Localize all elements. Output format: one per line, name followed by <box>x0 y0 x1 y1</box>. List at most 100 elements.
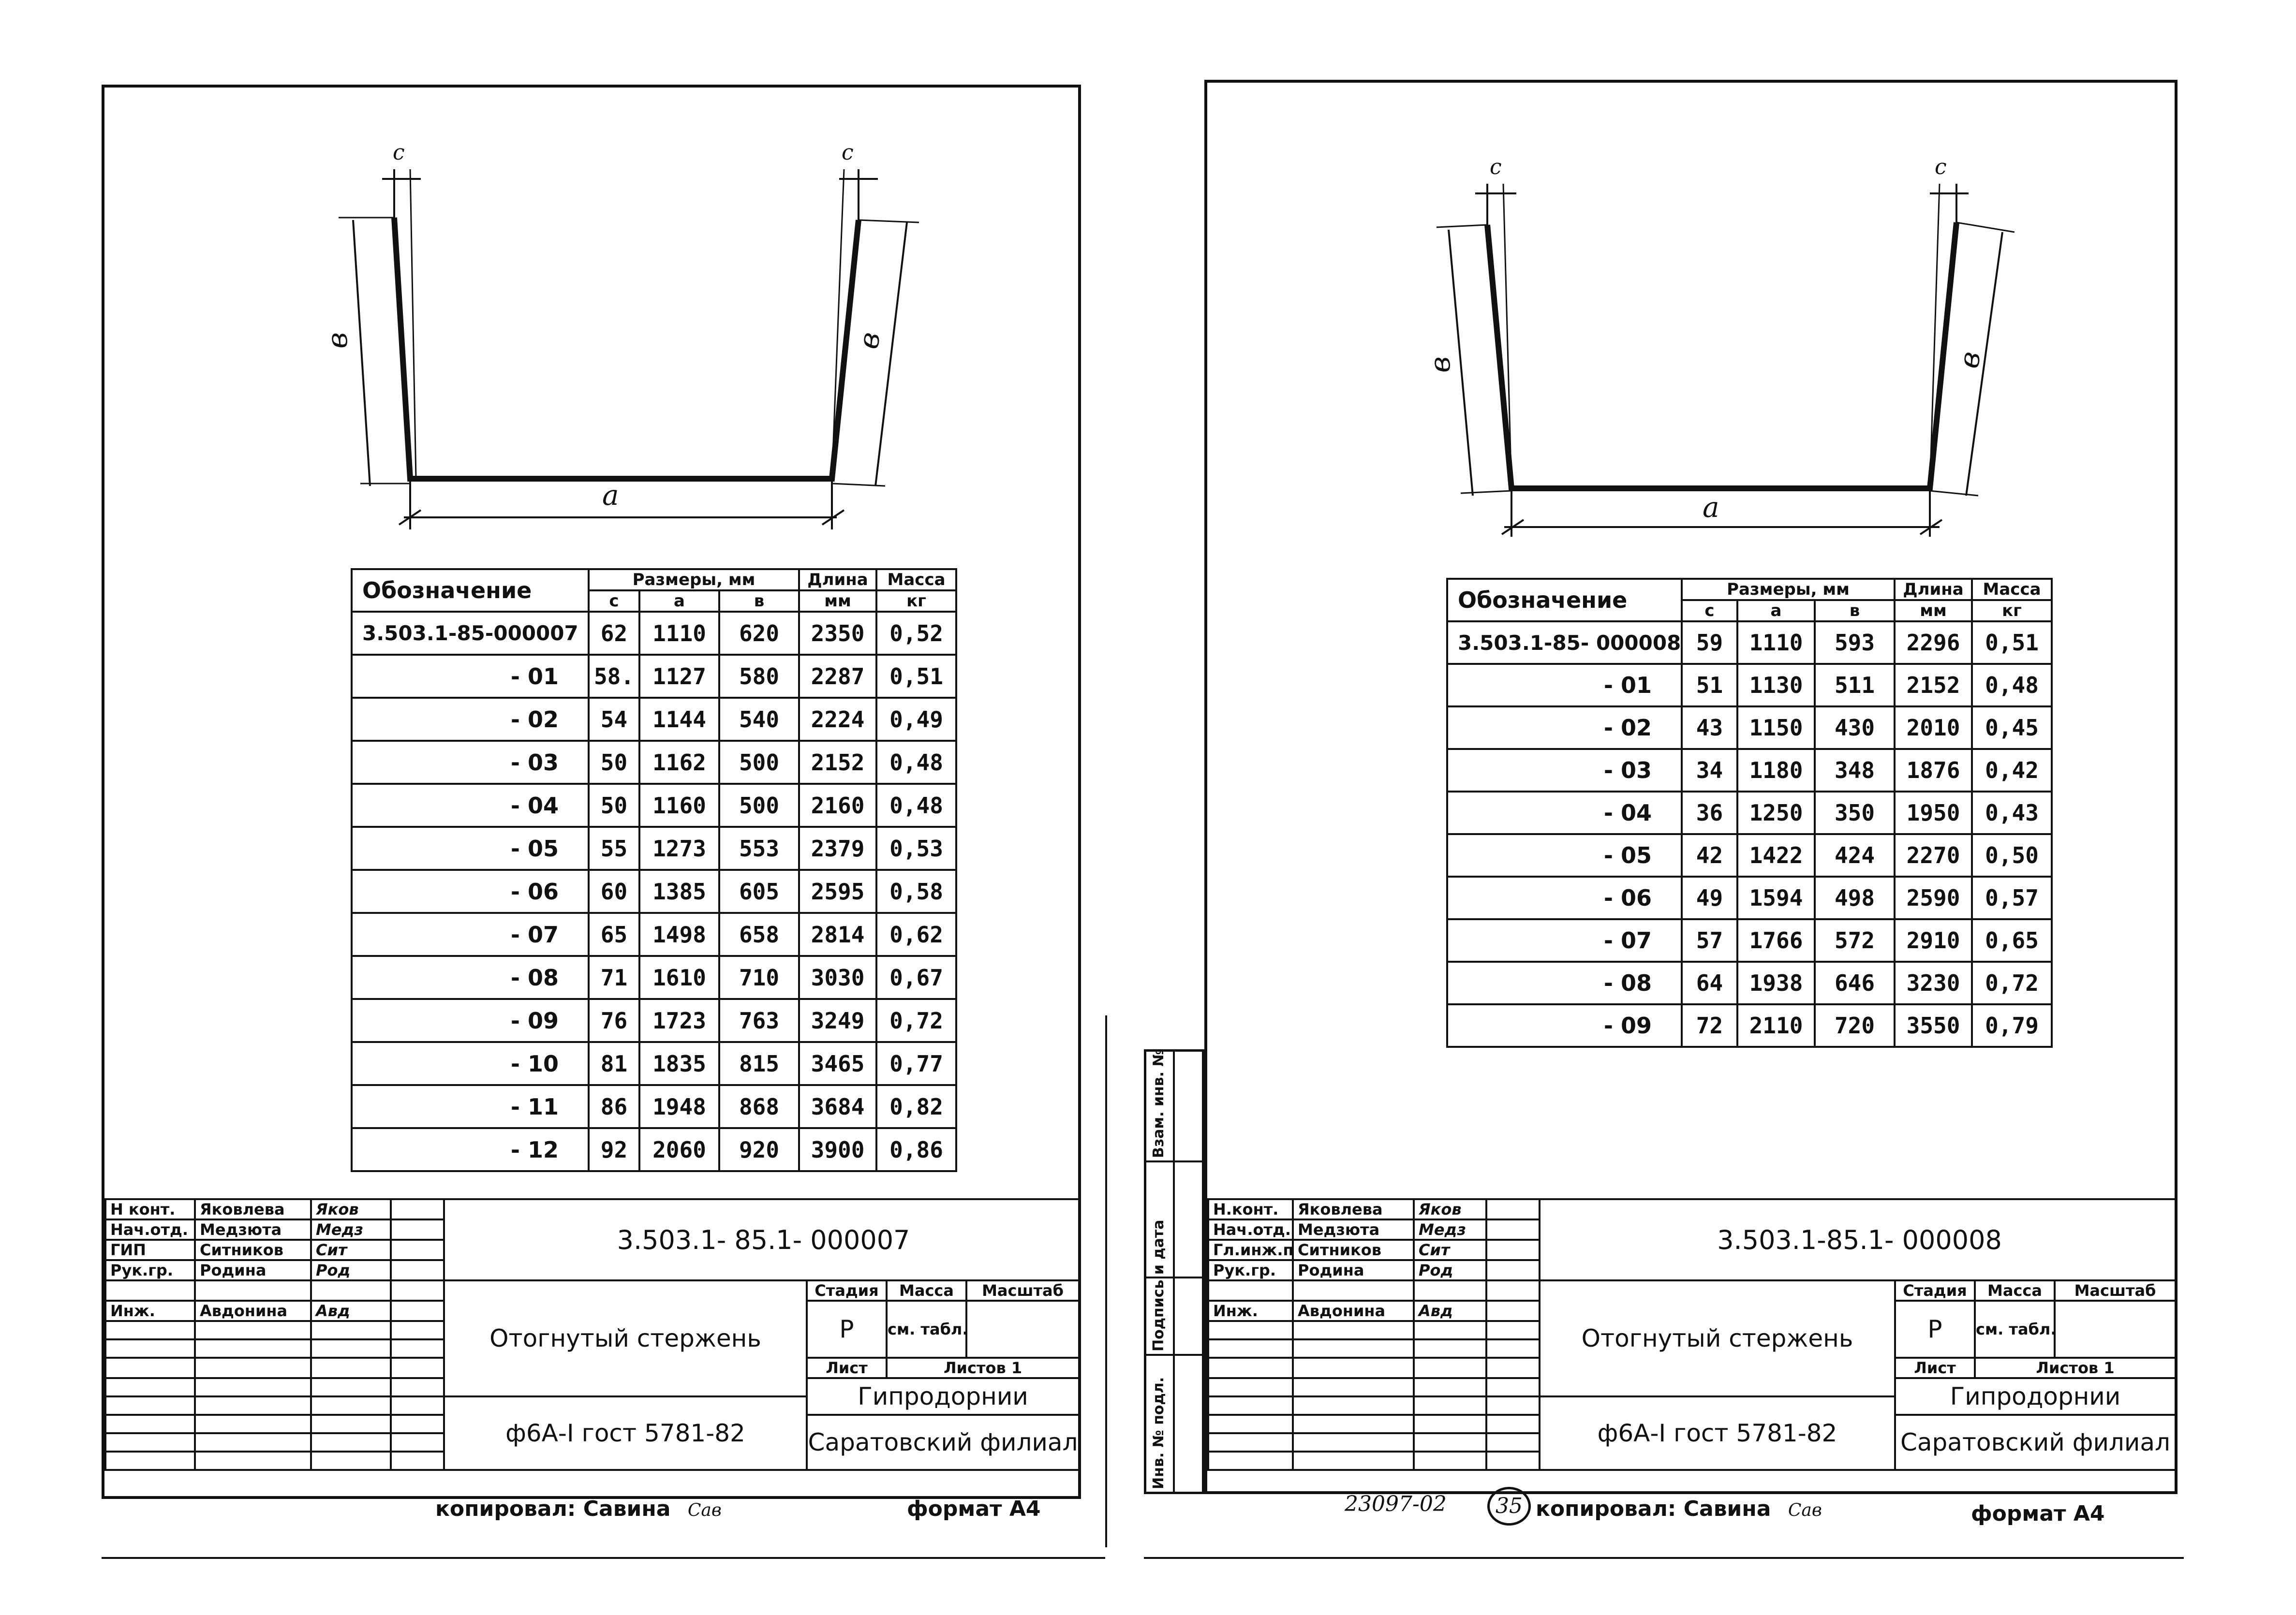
stamp-blank <box>194 1279 312 1302</box>
cell-a: 1422 <box>1736 833 1816 878</box>
cell-length: 2010 <box>1894 705 1973 750</box>
cell-c: 54 <box>588 697 640 742</box>
col-b: в <box>1813 599 1896 622</box>
cell-c: 62 <box>588 611 640 656</box>
cell-length: 3900 <box>798 1127 878 1172</box>
stamp-blank <box>1207 1377 1294 1397</box>
material-spec: ф6А-I гост 5781-82 <box>1539 1395 1896 1471</box>
cell-b: 868 <box>718 1084 800 1129</box>
cell-b: 593 <box>1813 620 1896 665</box>
left-dim-a-label: а <box>602 479 619 512</box>
cell-length: 2224 <box>798 697 878 742</box>
cell-designation: - 01 <box>351 654 590 699</box>
mass-header: Масса <box>886 1279 967 1302</box>
cell-mass: 0,48 <box>875 740 958 785</box>
cell-b: 553 <box>718 826 800 871</box>
stamp-row <box>104 1432 1079 1453</box>
cell-length: 3465 <box>798 1041 878 1086</box>
stamp-date <box>390 1259 445 1281</box>
cell-length: 3030 <box>798 955 878 1000</box>
cell-a: 1498 <box>638 912 720 957</box>
stamp-blank <box>310 1377 392 1397</box>
stamp-blank <box>1207 1432 1294 1453</box>
right-dim-c-label-right: с <box>1935 155 1947 179</box>
cell-c: 64 <box>1681 961 1738 1005</box>
col-dimensions: Размеры, мм <box>587 568 800 591</box>
col-mass: Масса <box>1971 578 2053 601</box>
cell-c: 65 <box>588 912 640 957</box>
cell-a: 1110 <box>1736 620 1816 665</box>
cell-b: 350 <box>1813 791 1896 835</box>
stamp-blank <box>1485 1414 1541 1434</box>
stamp-blank <box>1292 1357 1415 1379</box>
stamp-row <box>1207 1320 2176 1340</box>
col-dimensions: Размеры, мм <box>1680 578 1896 601</box>
stamp-date <box>1485 1259 1541 1281</box>
drawing-code: 3.503.1-85.1- 000008 <box>1539 1198 2177 1281</box>
left-copied: копировал: Савина Сав <box>435 1497 722 1521</box>
cell-a: 1594 <box>1736 876 1816 920</box>
stamp-blank <box>1207 1320 1294 1340</box>
stamp-role: Инж. <box>1207 1300 1294 1322</box>
cell-mass: 0,57 <box>1971 876 2053 920</box>
stamp-row <box>1207 1451 2176 1471</box>
mass-value: см. табл. <box>886 1300 967 1359</box>
cell-b: 605 <box>718 869 800 914</box>
cell-c: 50 <box>588 740 640 785</box>
stamp-blank <box>1292 1395 1415 1416</box>
cell-b: 580 <box>718 654 800 699</box>
right-dim-b-label-left: в <box>1423 356 1456 373</box>
stamp-blank <box>1207 1395 1294 1416</box>
cell-b: 920 <box>718 1127 800 1172</box>
stamp-blank <box>194 1320 312 1340</box>
stamp-role: Н конт. <box>104 1198 196 1220</box>
cell-length: 3230 <box>1894 961 1973 1005</box>
side-strip-rule-3 <box>1144 1354 1204 1356</box>
cell-b: 620 <box>718 611 800 656</box>
drawing-title: Отогнутый стержень <box>1539 1279 1896 1397</box>
cell-a: 1610 <box>638 955 720 1000</box>
stamp-blank <box>1292 1432 1415 1453</box>
scale-value <box>2054 1300 2177 1359</box>
cell-a: 1180 <box>1736 748 1816 793</box>
stamp-blank <box>1207 1414 1294 1434</box>
cell-designation: - 03 <box>1446 748 1683 793</box>
right-dim-c-label-left: с <box>1490 155 1502 179</box>
cell-designation: - 09 <box>351 998 590 1043</box>
stamp-blank <box>1485 1320 1541 1340</box>
stamp-role: Инж. <box>104 1300 196 1322</box>
cell-designation: - 07 <box>351 912 590 957</box>
cell-a: 1130 <box>1736 663 1816 707</box>
stamp-blank <box>194 1451 312 1471</box>
stamp-blank <box>310 1451 392 1471</box>
stamp-role: Рук.гр. <box>1207 1259 1294 1281</box>
cell-designation: - 10 <box>351 1041 590 1086</box>
cell-c: 57 <box>1681 918 1738 963</box>
cell-b: 658 <box>718 912 800 957</box>
stamp-blank <box>310 1320 392 1340</box>
cell-mass: 0,77 <box>875 1041 958 1086</box>
stamp-row <box>1207 1432 2176 1453</box>
cell-mass: 0,53 <box>875 826 958 871</box>
cell-mass: 0,51 <box>1971 620 2053 665</box>
cell-mass: 0,67 <box>875 955 958 1000</box>
drawing-title: Отогнутый стержень <box>443 1279 808 1397</box>
cell-a: 1835 <box>638 1041 720 1086</box>
cell-length: 2152 <box>1894 663 1973 707</box>
cell-designation: - 01 <box>1446 663 1683 707</box>
cell-length: 1950 <box>1894 791 1973 835</box>
right-copied-text: копировал: Савина <box>1536 1497 1771 1521</box>
cell-c: 50 <box>588 783 640 828</box>
stamp-blank <box>310 1338 392 1359</box>
mass-header: Масса <box>1974 1279 2056 1302</box>
